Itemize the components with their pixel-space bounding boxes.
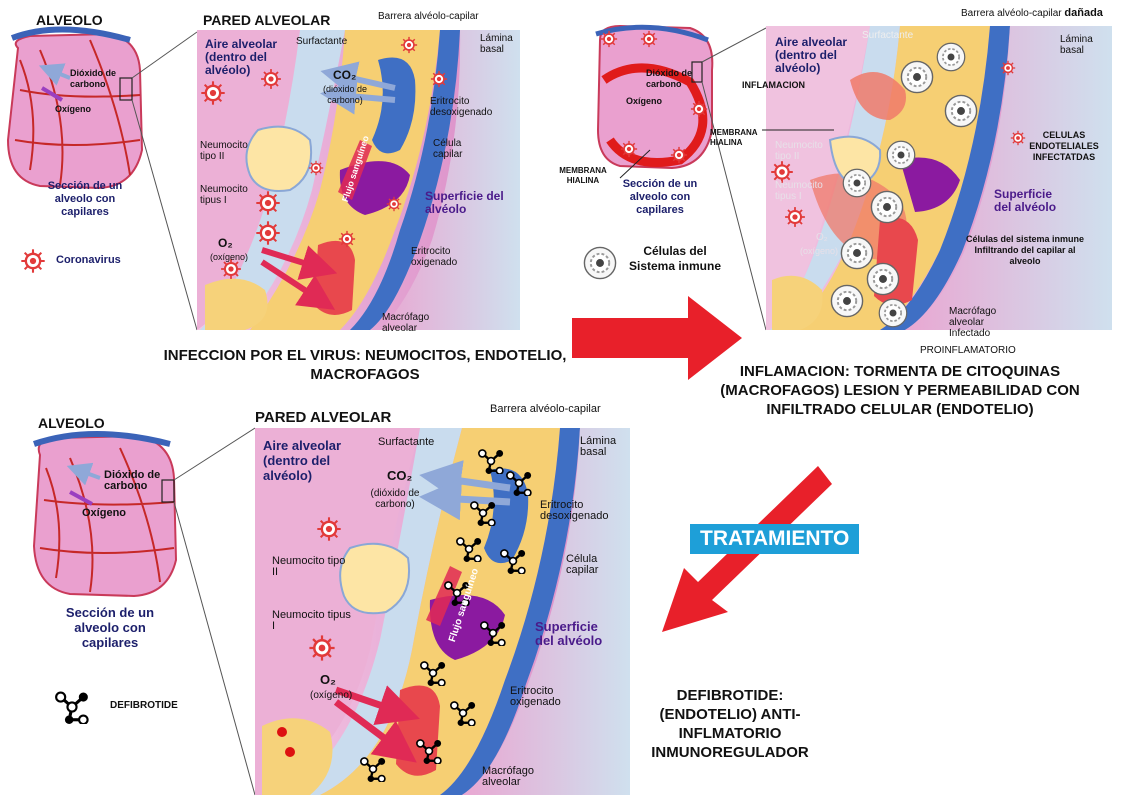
coronavirus-icon <box>309 635 334 660</box>
macrofago-infectado-label: Macrófago alveolar Infectado <box>949 306 1009 339</box>
coronavirus-icon <box>641 31 657 47</box>
coronavirus-icon <box>671 147 687 163</box>
coronavirus-icon <box>431 71 447 87</box>
o2-name-2: (oxígeno) <box>800 246 838 257</box>
immune-cell-icon <box>843 169 871 197</box>
surfactante-label: Surfactante <box>296 36 347 47</box>
immune-cell-icon <box>831 285 862 316</box>
coronavirus-icon <box>201 81 224 104</box>
tratamiento-badge: TRATAMIENTO <box>690 524 859 554</box>
co2-formula-3: CO₂ <box>387 470 412 481</box>
barrera-label-3: Barrera alvéolo-capilar <box>490 404 601 415</box>
co2-formula: CO₂ <box>333 70 356 81</box>
coronavirus-icon <box>601 31 617 47</box>
coronavirus-icon <box>621 141 637 157</box>
macrofago-label: Macrófago alveolar <box>382 312 442 334</box>
coronavirus-icon <box>1001 61 1015 75</box>
coronavirus-legend-icon <box>21 249 44 272</box>
immune-cell-icon <box>901 61 932 92</box>
barrera-label: Barrera alvéolo-capilar <box>378 11 479 22</box>
seccion-label-3: Sección de un alveolo con capilares <box>50 605 170 650</box>
neumocito-ii-label: Neumocito tipo II <box>200 140 264 162</box>
co2-name-3: (dióxido de carbono) <box>350 488 440 510</box>
barrera-danada-label: Barrera alvéolo-capilar dañada <box>961 8 1103 19</box>
coronavirus-icon <box>339 231 355 247</box>
immune-cell-icon <box>879 299 907 327</box>
defibrotide-legend-icon <box>56 693 88 724</box>
dioxido-label-2: Dióxido de carbono <box>646 68 706 90</box>
superficie-alveolo-label-2: Superficie del alvéolo <box>994 188 1064 214</box>
immune-cell-icon <box>887 141 915 169</box>
barrera-text: Barrera alvéolo-capilar <box>961 8 1062 19</box>
eritrocito-desoxigenado-label-3: Eritrocito desoxigenado <box>540 500 620 522</box>
immune-cell-icon <box>841 237 872 268</box>
membrana-hialina-label-right: MEMBRANA HIALINA <box>710 128 774 148</box>
oxigeno-label-3: Oxígeno <box>82 508 126 519</box>
dioxido-label: Dióxido de carbono <box>70 68 130 90</box>
proinflamatorio-label: PROINFLAMATORIO <box>920 345 1016 356</box>
seccion-label-2: Sección de un alveolo con capilares <box>612 178 708 217</box>
o2-formula: O₂ <box>218 238 233 249</box>
superficie-alveolo-label-3: Superficie del alvéolo <box>535 620 620 648</box>
lamina-label-2: Lámina basal <box>1060 34 1100 56</box>
neumocito-ii-label-3: Neumocito tipo II <box>272 556 352 578</box>
coronavirus-icon <box>309 161 323 175</box>
immune-cell-icon <box>937 43 965 71</box>
oxigeno-label-2: Oxígeno <box>626 96 662 107</box>
eritrocito-oxigenado-label: Eritrocito oxigenado <box>411 246 487 268</box>
neumocito-i-label-2: Neumocito tipus I <box>775 180 825 202</box>
superficie-alveolo-label: Superficie del alvéolo <box>425 190 505 216</box>
surfactante-label-3: Surfactante <box>378 437 434 448</box>
lamina-label-3: Lámina basal <box>580 436 625 458</box>
aire-alveolar-label: Aire alveolar (dentro del alvéolo) <box>205 38 297 77</box>
dioxido-label-3: Dióxido de carbono <box>104 470 174 492</box>
lamina-label: Lámina basal <box>480 33 520 55</box>
infection-caption: INFECCION POR EL VIRUS: NEUMOCITOS, ENDO… <box>160 346 570 384</box>
celula-capilar-label-3: Célula capilar <box>566 554 621 576</box>
celulas-infiltrando-label: Células del sistema inmune Infiltrando d… <box>962 234 1088 267</box>
coronavirus-icon <box>401 37 417 53</box>
defibrotide-caption: DEFIBROTIDE: (ENDOTELIO) ANTI-INFLMATORI… <box>640 686 820 762</box>
seccion-label: Sección de un alveolo con capilares <box>30 180 140 219</box>
immune-cell-icon <box>945 95 976 126</box>
aire-alveolar-label-3: Aire alveolar (dentro del alvéolo) <box>263 438 373 483</box>
coronavirus-icon <box>256 221 279 244</box>
coronavirus-icon <box>691 101 707 117</box>
neumocito-i-label-3: Neumocito tipus I <box>272 610 352 632</box>
coronavirus-icon <box>785 207 805 227</box>
celulas-inmune-legend-label: Células del Sistema inmune <box>620 244 730 274</box>
celula-capilar-label: Célula capilar <box>433 138 483 160</box>
aire-alveolar-label-2: Aire alveolar (dentro del alvéolo) <box>775 36 865 75</box>
inflammation-caption: INFLAMACION: TORMENTA DE CITOQUINAS (MAC… <box>690 362 1110 419</box>
alveolo-title-3: ALVEOLO <box>38 415 105 431</box>
neumocito-i-label: Neumocito tipus I <box>200 184 264 206</box>
o2-name: (oxígeno) <box>210 252 248 263</box>
neumocito-ii-label-2: Neumocito tipo II <box>775 140 825 162</box>
alveolo-title: ALVEOLO <box>36 12 103 28</box>
defibrotide-legend-label: DEFIBROTIDE <box>110 700 178 711</box>
macrofago-label-3: Macrófago alveolar <box>482 766 552 788</box>
pared-title: PARED ALVEOLAR <box>203 12 330 28</box>
pared-title-3: PARED ALVEOLAR <box>255 410 391 426</box>
inflamacion-label: INFLAMACION <box>742 80 805 91</box>
celulas-endoteliales-label: CELULAS ENDOTELIALES INFECTATDAS <box>1020 130 1108 163</box>
coronavirus-icon <box>317 517 340 540</box>
immune-cell-icon <box>867 263 898 294</box>
oxigeno-label: Oxígeno <box>55 104 91 115</box>
co2-name: (dióxido de carbono) <box>305 84 385 106</box>
membrana-hialina-label-left: MEMBRANA HIALINA <box>553 166 613 186</box>
eritrocito-desoxigenado-label: Eritrocito desoxigenado <box>430 96 510 118</box>
o2-formula-2: O₂ <box>816 232 828 243</box>
coronavirus-icon <box>387 197 401 211</box>
o2-name-3: (oxígeno) <box>310 690 352 701</box>
surfactante-label-2: Surfactante <box>862 30 913 41</box>
immune-cell-legend-icon <box>584 247 615 278</box>
danada-text: dañada <box>1064 7 1103 19</box>
o2-formula-3: O₂ <box>320 674 336 685</box>
eritrocito-oxigenado-label-3: Eritrocito oxigenado <box>510 686 590 708</box>
coronavirus-legend-label: Coronavirus <box>56 255 121 266</box>
immune-cell-icon <box>871 191 902 222</box>
